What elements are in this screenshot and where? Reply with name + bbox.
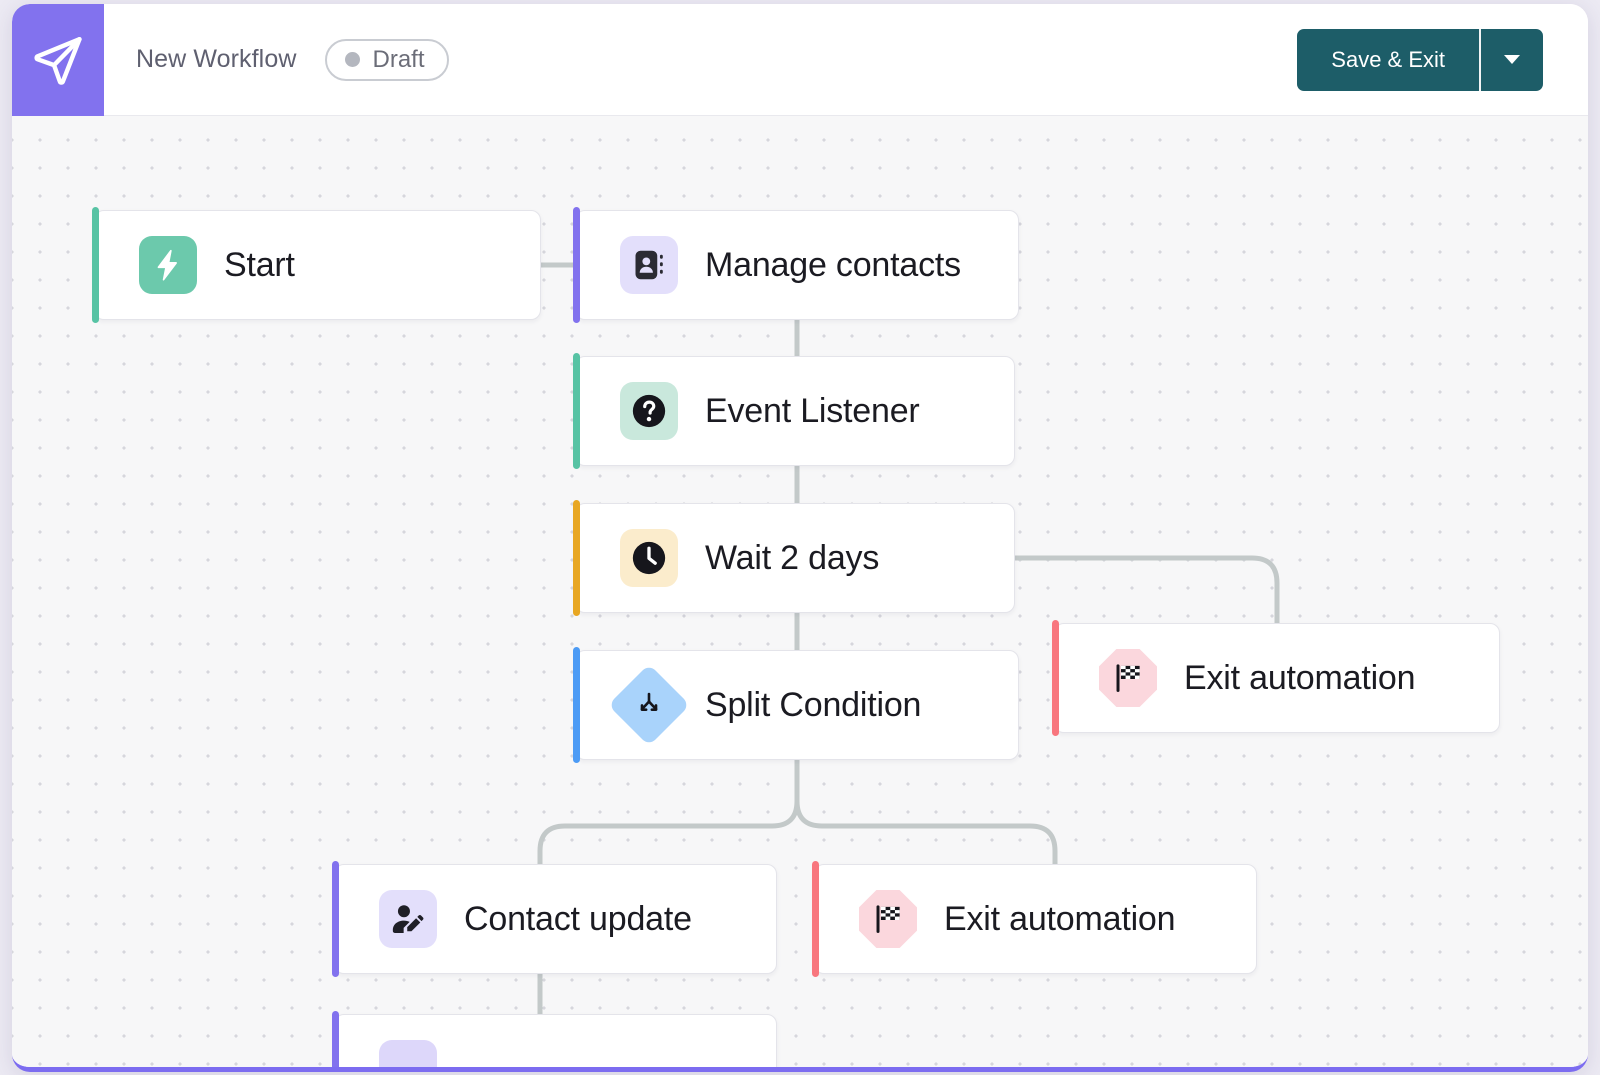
node-label: Manage contacts [705, 245, 961, 284]
chevron-down-icon [1504, 55, 1520, 64]
checkered-flag-icon [1099, 649, 1157, 707]
status-badge[interactable]: Draft [324, 38, 449, 81]
node-icon-wrapper [859, 890, 917, 948]
save-exit-button[interactable]: Save & Exit [1297, 28, 1481, 91]
node-icon-wrapper [1099, 649, 1157, 707]
app-header: New Workflow Draft Save & Exit [12, 4, 1588, 116]
node-label: Wait 2 days [705, 538, 880, 577]
workflow-node-wait[interactable]: Wait 2 days [573, 500, 1015, 616]
node-accent-bar [332, 861, 339, 977]
node-label: Split Condition [705, 685, 922, 724]
edge-split-to-contact-update [537, 757, 800, 867]
workflow-node-contact-update[interactable]: Contact update [332, 861, 777, 977]
workflow-canvas[interactable]: Start Manage contacts [12, 116, 1588, 1067]
edge-wait-to-exit-right [1012, 555, 1280, 626]
node-icon-wrapper [620, 529, 678, 587]
node-accent-bar [573, 500, 580, 616]
node-accent-bar [573, 647, 580, 763]
node-icon-wrapper [620, 236, 678, 294]
node-label: Contact update [464, 899, 692, 938]
workflow-builder-window: New Workflow Draft Save & Exit [12, 4, 1588, 1072]
app-logo[interactable] [12, 4, 104, 116]
node-icon-wrapper [139, 236, 197, 294]
node-accent-bar [573, 353, 580, 469]
save-exit-dropdown-button[interactable] [1481, 28, 1543, 91]
workflow-node-exit-automation-bottom[interactable]: Exit automation [812, 861, 1257, 977]
node-icon-wrapper [379, 890, 437, 948]
workflow-node-manage-contacts[interactable]: Manage contacts [573, 207, 1019, 323]
edge-split-to-exit-bottom [794, 757, 1058, 867]
status-label: Draft [372, 45, 425, 73]
node-icon-wrapper [379, 1040, 437, 1067]
node-accent-bar [92, 207, 99, 323]
node-accent-bar [332, 1011, 339, 1067]
workflow-node-next-partial[interactable] [332, 1011, 777, 1067]
node-icon-wrapper [620, 382, 678, 440]
node-accent-bar [1052, 620, 1059, 736]
workflow-node-split-condition[interactable]: Split Condition [573, 647, 1019, 763]
question-circle-icon [620, 382, 678, 440]
user-icon [379, 1040, 437, 1067]
node-accent-bar [812, 861, 819, 977]
header-actions: Save & Exit [1297, 28, 1543, 91]
node-label: Event Listener [705, 391, 920, 430]
split-branch-icon [607, 663, 691, 747]
workflow-node-exit-automation-right[interactable]: Exit automation [1052, 620, 1500, 736]
edit-user-icon [379, 890, 437, 948]
node-icon-wrapper [607, 663, 691, 747]
clock-icon [620, 529, 678, 587]
node-label: Exit automation [1184, 658, 1416, 697]
workflow-node-start[interactable]: Start [92, 207, 541, 323]
node-accent-bar [573, 207, 580, 323]
checkered-flag-icon [859, 890, 917, 948]
page-title: New Workflow [136, 45, 297, 73]
lightning-bolt-icon [139, 236, 197, 294]
status-dot-icon [344, 52, 360, 67]
node-label: Exit automation [944, 899, 1176, 938]
paper-plane-icon [30, 32, 86, 88]
address-book-icon [620, 236, 678, 294]
node-label: Start [224, 245, 295, 284]
workflow-node-event-listener[interactable]: Event Listener [573, 353, 1015, 469]
